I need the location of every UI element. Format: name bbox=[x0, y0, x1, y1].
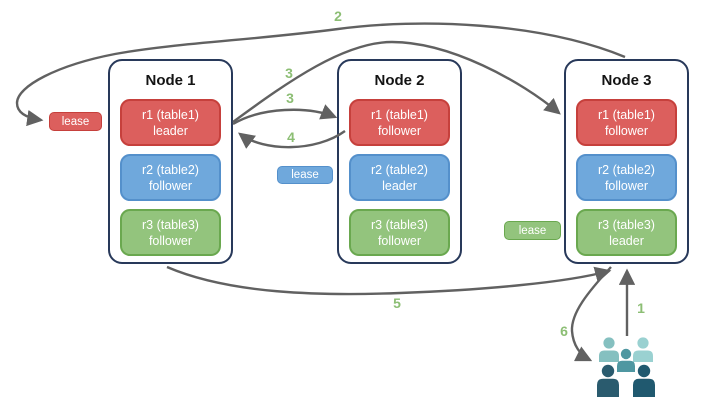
step-label-1: 1 bbox=[637, 300, 645, 316]
node-title: Node 2 bbox=[374, 72, 425, 89]
replica-name: r2 (table2) bbox=[142, 162, 199, 177]
replica-role: leader bbox=[382, 178, 417, 193]
lease-badge-r2: lease bbox=[277, 166, 333, 184]
person-figure bbox=[597, 364, 619, 397]
step-label-6: 6 bbox=[560, 323, 568, 339]
person-figure bbox=[633, 337, 653, 362]
replica-name: r2 (table2) bbox=[371, 162, 428, 177]
replica-name: r1 (table1) bbox=[371, 107, 428, 122]
replica-r1-leader: r1 (table1) leader bbox=[120, 99, 221, 146]
lease-badge-r1: lease bbox=[49, 112, 102, 131]
replica-r2-follower: r2 (table2) follower bbox=[120, 154, 221, 201]
step-label-4: 4 bbox=[287, 129, 295, 145]
person-figure bbox=[617, 348, 635, 372]
replica-r3-leader: r3 (table3) leader bbox=[576, 209, 677, 256]
replica-r3-follower: r3 (table3) follower bbox=[349, 209, 450, 256]
replica-role: leader bbox=[153, 123, 188, 138]
replica-role: follower bbox=[148, 178, 193, 193]
step-label-3a: 3 bbox=[285, 65, 293, 81]
replica-role: follower bbox=[148, 233, 193, 248]
replica-r1-follower: r1 (table1) follower bbox=[576, 99, 677, 146]
step-label-5: 5 bbox=[393, 295, 401, 311]
node-title: Node 1 bbox=[145, 72, 196, 89]
step-label-3b: 3 bbox=[286, 90, 294, 106]
replica-name: r1 (table1) bbox=[142, 107, 199, 122]
replica-role: leader bbox=[609, 233, 644, 248]
replica-r2-follower: r2 (table2) follower bbox=[576, 154, 677, 201]
arrow-step-3-short bbox=[232, 104, 338, 126]
node-1: Node 1 r1 (table1) leader r2 (table2) fo… bbox=[108, 59, 233, 264]
replica-role: follower bbox=[377, 233, 422, 248]
replica-r2-leader: r2 (table2) leader bbox=[349, 154, 450, 201]
replica-r1-follower: r1 (table1) follower bbox=[349, 99, 450, 146]
replica-name: r3 (table3) bbox=[371, 217, 428, 232]
replica-name: r3 (table3) bbox=[142, 217, 199, 232]
node-title: Node 3 bbox=[601, 72, 652, 89]
lease-badge-r3: lease bbox=[504, 221, 561, 240]
person-figure bbox=[633, 364, 655, 397]
arrow-step-5 bbox=[166, 265, 612, 296]
replica-role: follower bbox=[377, 123, 422, 138]
replica-name: r1 (table1) bbox=[598, 107, 655, 122]
step-label-2: 2 bbox=[334, 8, 342, 24]
replica-role: follower bbox=[604, 123, 649, 138]
replica-r3-follower: r3 (table3) follower bbox=[120, 209, 221, 256]
node-3: Node 3 r1 (table1) follower r2 (table2) … bbox=[564, 59, 689, 264]
users-group-icon bbox=[597, 337, 655, 397]
replica-name: r3 (table3) bbox=[598, 217, 655, 232]
person-figure bbox=[599, 337, 619, 362]
replica-role: follower bbox=[604, 178, 649, 193]
replica-name: r2 (table2) bbox=[598, 162, 655, 177]
node-2: Node 2 r1 (table1) follower r2 (table2) … bbox=[337, 59, 462, 264]
